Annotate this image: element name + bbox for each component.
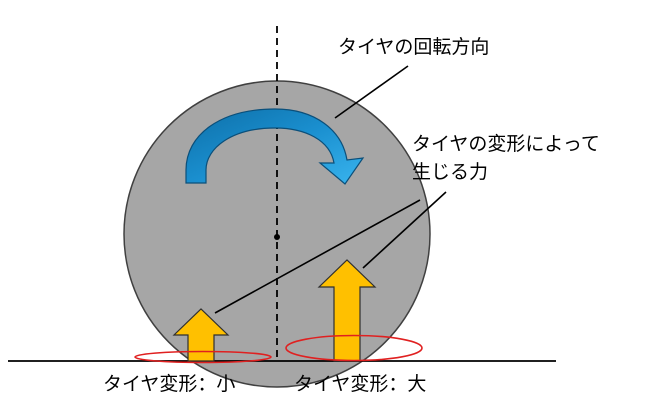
force-leader-line-large: [362, 191, 447, 269]
rotation-leader-line: [334, 65, 409, 119]
axle-dot: [274, 234, 280, 240]
rotation-arrow-icon: [185, 108, 365, 185]
right-deform-label: タイヤ変形：大: [294, 373, 426, 395]
left-deform-label: タイヤ変形：小: [103, 373, 235, 395]
force-leader-line-small: [214, 199, 421, 314]
force-arrow-large-icon: [317, 259, 377, 362]
contact-ellipse-large: [285, 334, 423, 362]
force-label-line2: 生じる力: [412, 161, 488, 183]
rotation-label: タイヤの回転方向: [338, 36, 489, 58]
force-label-line1: タイヤの変形によって: [412, 133, 600, 155]
contact-ellipse-small: [134, 350, 272, 364]
force-arrow-small-icon: [172, 308, 230, 362]
